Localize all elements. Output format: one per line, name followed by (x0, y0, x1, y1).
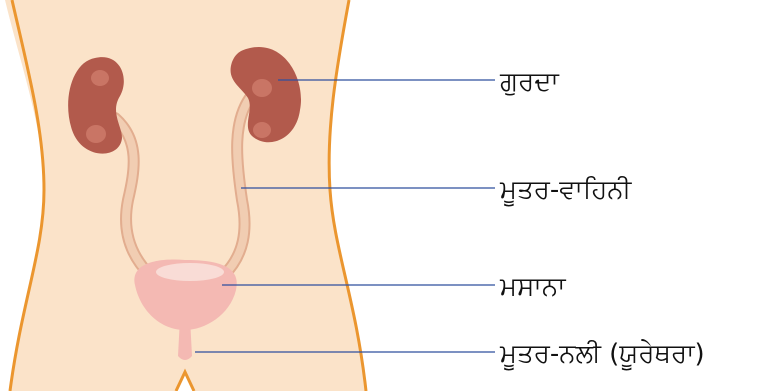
ureter-label: ਮੂਤਰ-ਵਾਹਿਨੀ (499, 175, 633, 207)
kidney-label: ਗੁਰਦਾ (499, 67, 560, 97)
bladder-label: ਮਸਾਨਾ (499, 272, 567, 302)
urethra-label: ਮੂਤਰ-ਨਲੀ (ਯੂਰੇਥਰਾ) (499, 339, 705, 371)
bladder-highlight (156, 263, 224, 281)
